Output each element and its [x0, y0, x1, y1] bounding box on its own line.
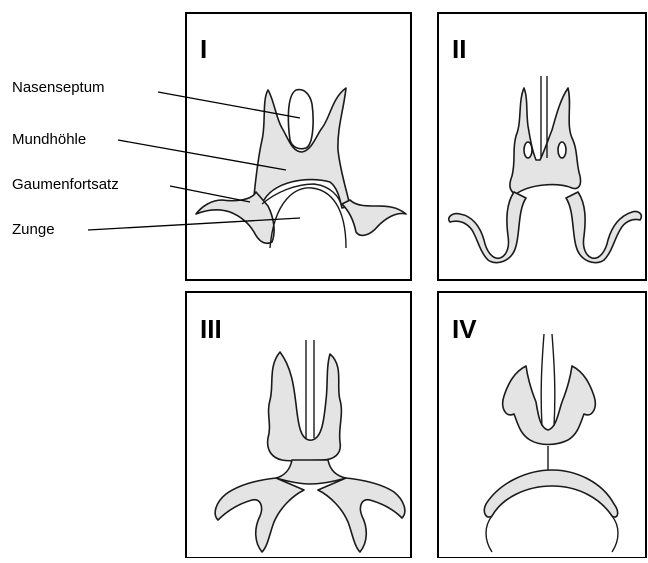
panel-3-number: III — [200, 314, 222, 344]
panel-4: IV — [438, 292, 646, 558]
panel-3: III — [186, 292, 411, 558]
panel-1: I — [186, 13, 411, 280]
panel-2: II — [438, 13, 646, 280]
panel-1-nasal-septum — [288, 90, 313, 149]
panel-4-number: IV — [452, 314, 477, 344]
label-nasenseptum: Nasenseptum — [12, 79, 105, 96]
label-zunge: Zunge — [12, 221, 55, 238]
label-mundhoehle: Mundhöhle — [12, 131, 86, 148]
panel-1-number: I — [200, 34, 207, 64]
label-gaumenfortsatz: Gaumenfortsatz — [12, 176, 119, 193]
panel-2-right-nasal-cavity — [558, 142, 566, 158]
panel-2-number: II — [452, 34, 466, 64]
panel-2-left-nasal-cavity — [524, 142, 532, 158]
